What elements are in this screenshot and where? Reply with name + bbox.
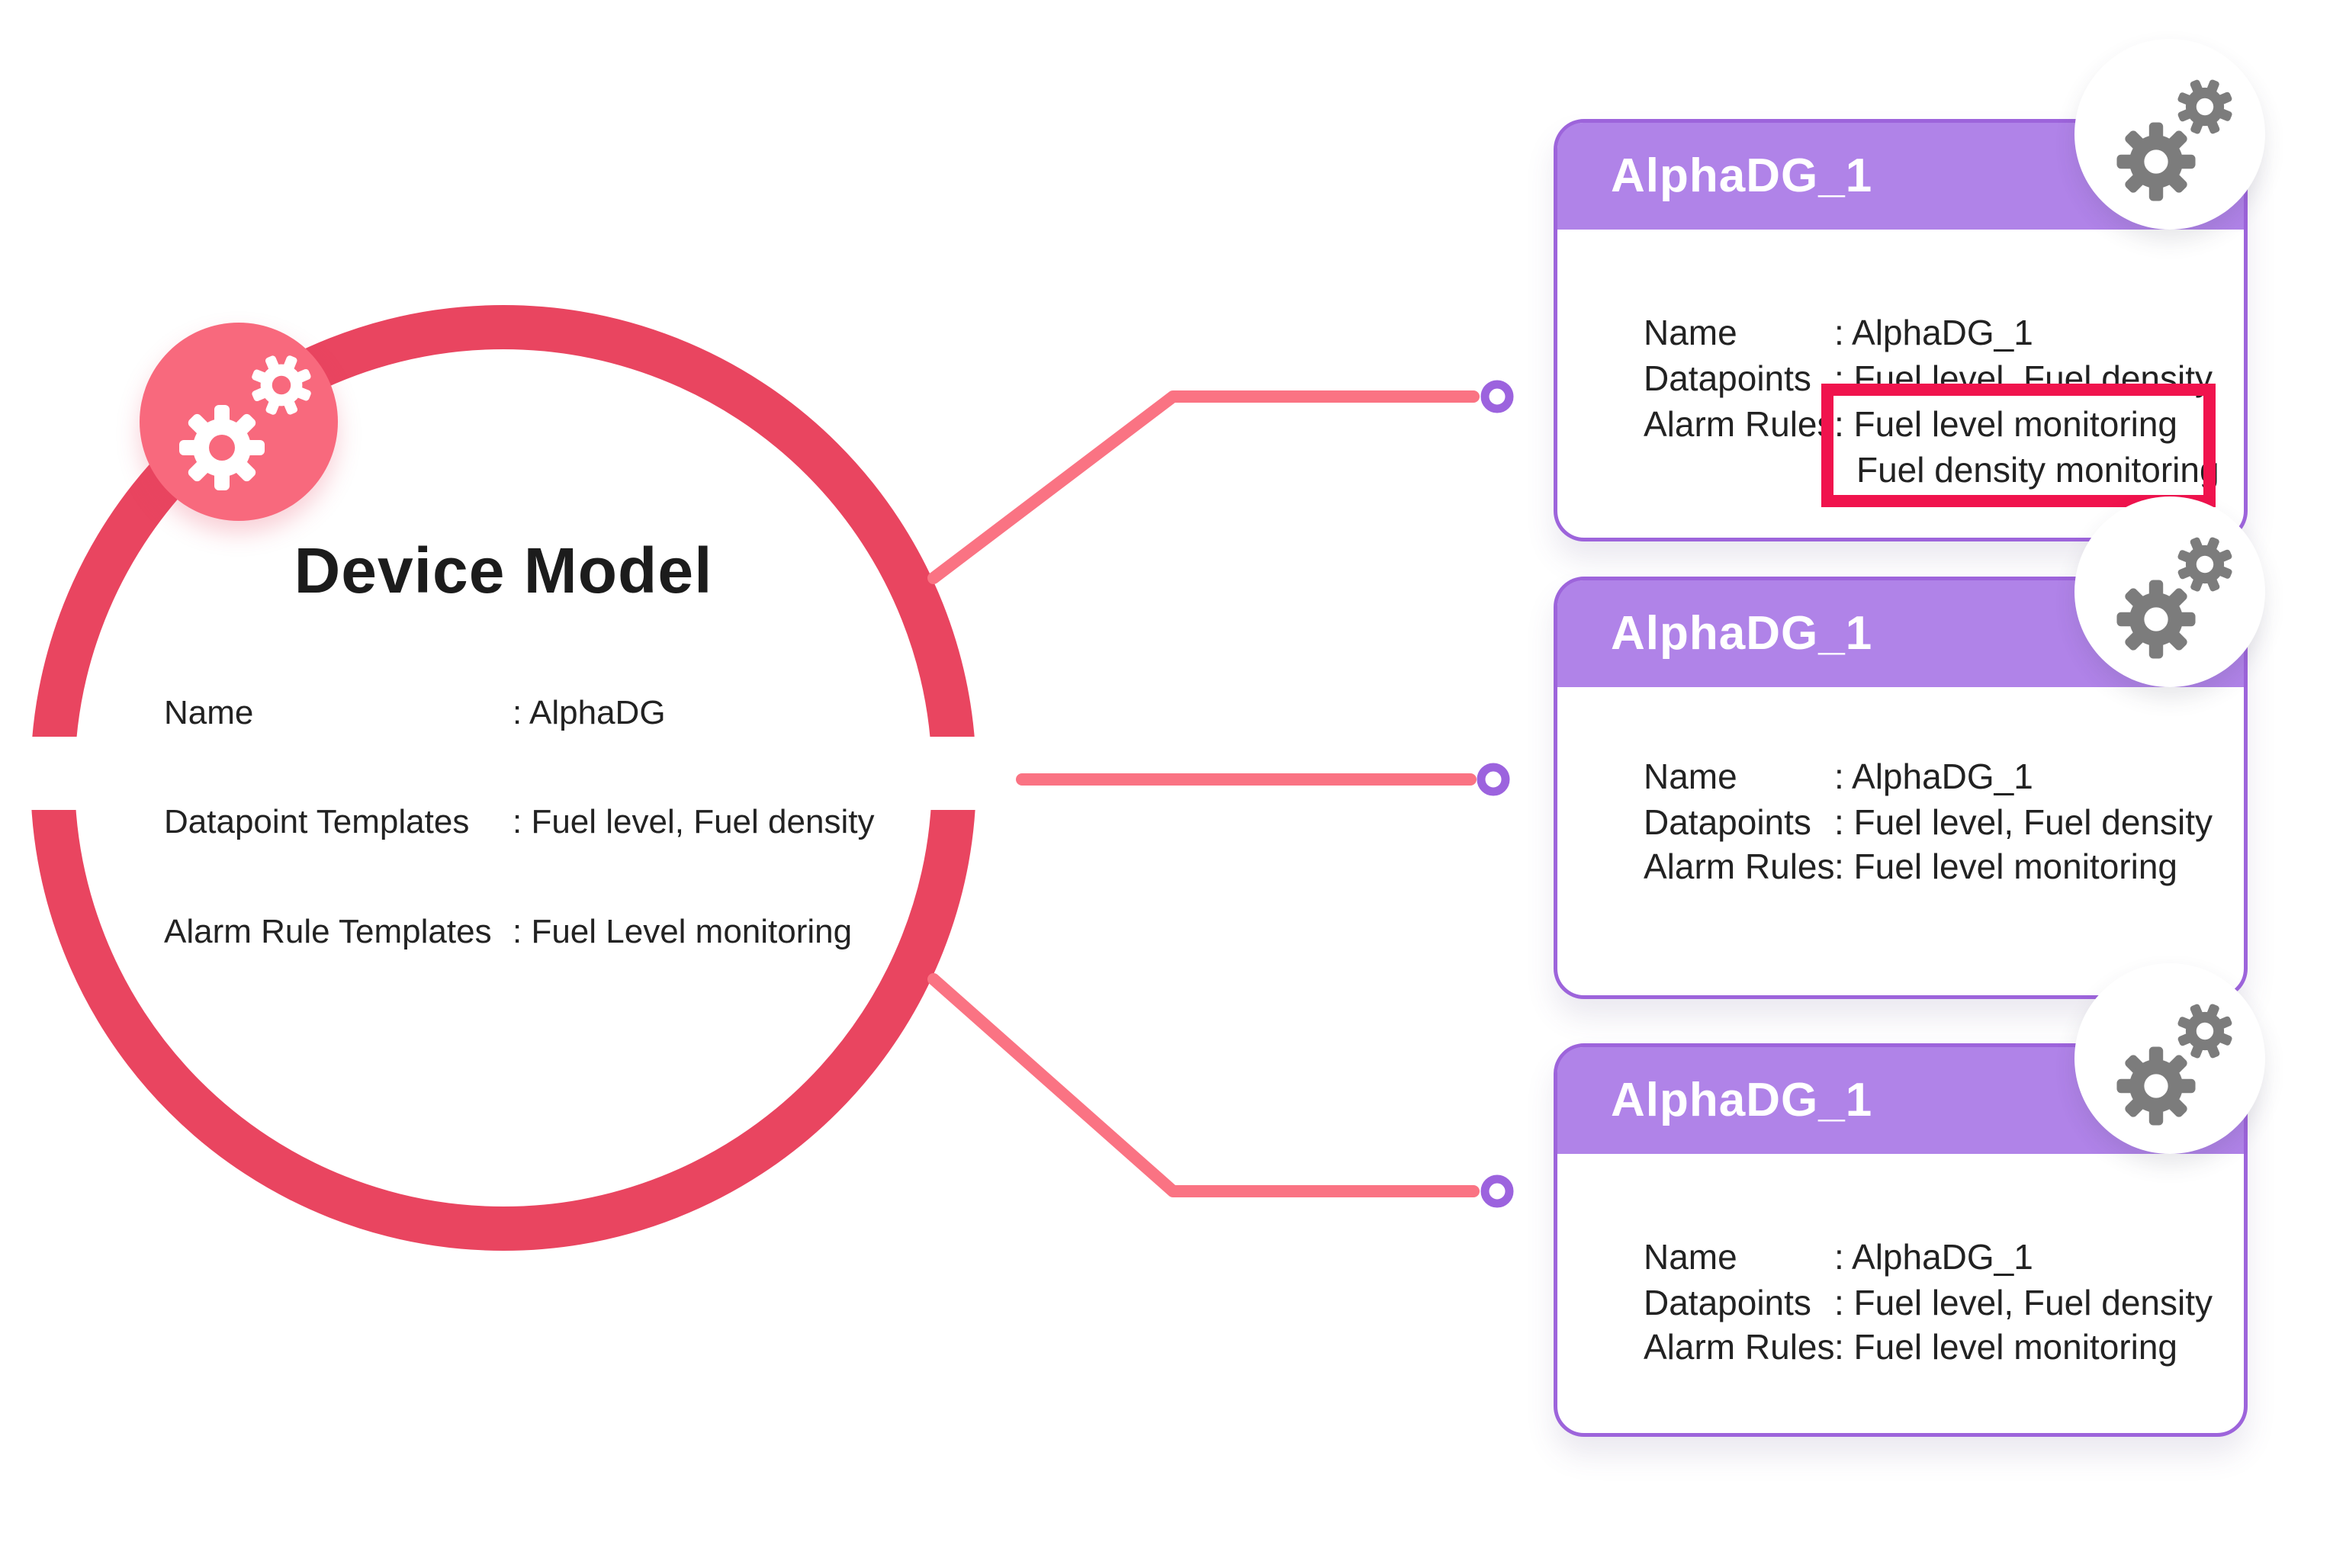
gears-icon: [2074, 963, 2265, 1154]
ring-dot-icon: [1480, 1174, 1514, 1208]
ring-gap-right: [876, 737, 990, 810]
field-label: Alarm Rules: [1644, 1327, 1835, 1367]
field-value: : Fuel Level monitoring: [513, 913, 853, 950]
connector-bottom: [927, 973, 1480, 1197]
device-field-row: Datapoints : Fuel level, Fuel density: [1557, 800, 2244, 844]
device-field-row: Alarm Rules : Fuel level monitoring: [1557, 402, 2244, 446]
ring-dot-icon: [1480, 380, 1514, 413]
device-card: AlphaDG_1 Name : AlphaDG_1 Datapoints : …: [1554, 39, 2265, 541]
field-value: : AlphaDG: [513, 694, 666, 731]
field-label: Datapoints: [1644, 358, 1811, 398]
field-label: Name: [1644, 757, 1737, 796]
field-value: : Fuel level monitoring: [1834, 847, 2177, 886]
field-value: Fuel density monitoring: [1856, 450, 2219, 490]
device-field-row: Alarm Rules : Fuel level monitoring: [1557, 844, 2244, 888]
device-title: AlphaDG_1: [1611, 149, 1873, 202]
field-value: : AlphaDG_1: [1834, 1237, 2033, 1277]
model-field-row: Name : AlphaDG: [0, 692, 991, 734]
ring-dot-icon: [1477, 763, 1510, 796]
device-field-row: Datapoints : Fuel level, Fuel density: [1557, 1280, 2244, 1325]
device-title: AlphaDG_1: [1611, 1074, 1873, 1126]
device-title: AlphaDG_1: [1611, 607, 1873, 660]
gears-icon: [2074, 496, 2265, 687]
field-value: : Fuel level, Fuel density: [513, 803, 875, 840]
model-field-row: Alarm Rule Templates : Fuel Level monito…: [0, 911, 991, 953]
device-card: AlphaDG_1 Name : AlphaDG_1 Datapoints : …: [1554, 496, 2265, 999]
field-label: Alarm Rules: [1644, 404, 1835, 444]
connector-top: [927, 390, 1480, 584]
field-value: : AlphaDG_1: [1834, 757, 2033, 796]
field-value: : Fuel level monitoring: [1834, 404, 2177, 444]
field-value: : Fuel level monitoring: [1834, 1327, 2177, 1367]
field-value: : Fuel level, Fuel density: [1834, 802, 2213, 842]
model-title: Device Model: [294, 535, 713, 606]
device-card: AlphaDG_1 Name : AlphaDG_1 Datapoints : …: [1554, 963, 2265, 1437]
field-value: : Fuel level, Fuel density: [1834, 1283, 2213, 1322]
device-field-row: Name : AlphaDG_1: [1557, 1235, 2244, 1279]
field-value: : AlphaDG_1: [1834, 313, 2033, 352]
field-label: Alarm Rule Templates: [164, 913, 492, 950]
device-field-row: Alarm Rules : Fuel level monitoring: [1557, 1325, 2244, 1369]
field-label: Datapoints: [1644, 1283, 1811, 1322]
gears-icon: [140, 323, 338, 521]
field-label: Alarm Rules: [1644, 847, 1835, 886]
model-field-row: Datapoint Templates : Fuel level, Fuel d…: [0, 801, 991, 843]
field-label: Datapoint Templates: [164, 803, 470, 840]
field-label: Datapoints: [1644, 802, 1811, 842]
field-label: Name: [164, 694, 254, 731]
device-field-row: Name : AlphaDG_1: [1557, 754, 2244, 798]
device-field-row: Fuel density monitoring: [1557, 448, 2244, 492]
field-label: Name: [1644, 313, 1737, 352]
gears-icon: [2074, 39, 2265, 230]
field-label: Name: [1644, 1237, 1737, 1277]
device-field-row: Name : AlphaDG_1: [1557, 310, 2244, 355]
ring-gap-left: [14, 737, 113, 810]
highlight-box: [1821, 384, 2216, 507]
